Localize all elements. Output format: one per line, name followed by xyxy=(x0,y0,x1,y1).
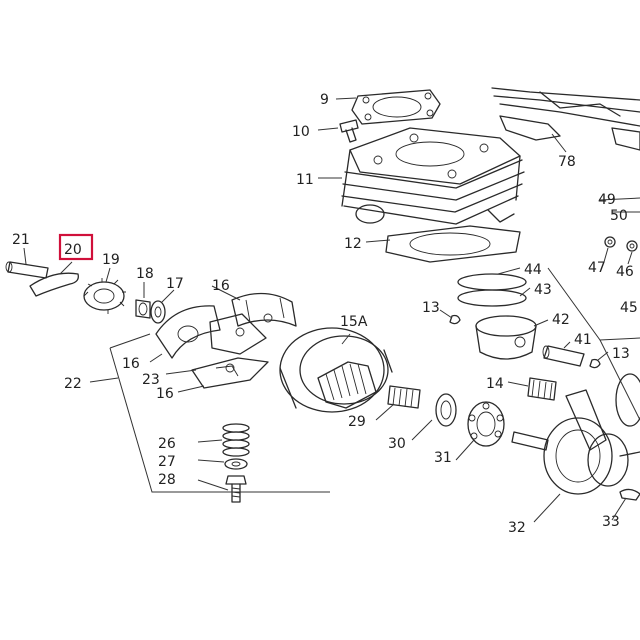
label-49: 49 xyxy=(598,192,616,208)
label-27: 27 xyxy=(158,454,176,470)
label-19: 19 xyxy=(102,252,120,268)
part-base-gasket xyxy=(385,225,521,263)
label-29: 29 xyxy=(348,414,366,430)
label-16-left: 16 xyxy=(122,356,140,372)
part-piston-ring-lower xyxy=(457,289,527,307)
label-23: 23 xyxy=(142,372,160,388)
label-10: 10 xyxy=(292,124,310,140)
label-13-right: 13 xyxy=(612,346,630,362)
part-clutch-shoe-left xyxy=(155,305,221,359)
part-oil-seal xyxy=(435,393,457,427)
label-16-bottom: 16 xyxy=(156,386,174,402)
part-clutch-spring xyxy=(222,423,250,457)
part-clutch-bolt xyxy=(225,475,247,503)
label-32: 32 xyxy=(508,520,526,536)
label-41: 41 xyxy=(574,332,592,348)
part-bearing-47 xyxy=(604,236,616,248)
part-piston-ring-upper xyxy=(457,273,527,291)
part-head-bolt xyxy=(339,119,359,143)
part-needle-bearing-14 xyxy=(527,377,557,401)
part-piston xyxy=(475,315,537,360)
label-31: 31 xyxy=(434,450,452,466)
label-12: 12 xyxy=(344,236,362,252)
label-11: 11 xyxy=(296,172,314,188)
label-47: 47 xyxy=(588,260,606,276)
label-18: 18 xyxy=(136,266,154,282)
part-clutch-drum xyxy=(279,327,393,413)
label-78: 78 xyxy=(558,154,576,170)
part-clutch-shoe-bottom xyxy=(191,357,269,389)
part-clip-right xyxy=(589,358,601,369)
part-number-labels: 9 10 11 12 78 49 50 47 46 45 44 43 42 41… xyxy=(12,92,638,536)
label-14: 14 xyxy=(486,376,504,392)
label-26: 26 xyxy=(158,436,176,452)
label-17: 17 xyxy=(166,276,184,292)
part-piston-pin xyxy=(542,345,585,367)
part-cylinder-head-gasket xyxy=(351,89,441,125)
label-9: 9 xyxy=(320,92,329,108)
part-clutch-shoe-top xyxy=(231,292,297,327)
part-gear-19 xyxy=(83,278,126,314)
label-30: 30 xyxy=(388,436,406,452)
part-nut-18 xyxy=(135,299,151,319)
part-washer-17 xyxy=(150,300,166,324)
part-spring-clip xyxy=(29,272,79,297)
part-clip-left xyxy=(449,314,461,325)
part-clutch-shoe-center xyxy=(209,313,267,355)
label-15A: 15A xyxy=(340,314,368,330)
label-44: 44 xyxy=(524,262,542,278)
part-clutch-washer xyxy=(224,458,248,470)
label-20: 20 xyxy=(64,242,82,258)
label-46: 46 xyxy=(616,264,634,280)
label-43: 43 xyxy=(534,282,552,298)
label-33: 33 xyxy=(602,514,620,530)
label-50: 50 xyxy=(610,208,628,224)
label-13-left: 13 xyxy=(422,300,440,316)
label-45: 45 xyxy=(620,300,638,316)
leader-lines xyxy=(23,97,640,523)
part-needle-bearing-29 xyxy=(387,385,421,409)
label-42: 42 xyxy=(552,312,570,328)
part-pin xyxy=(5,261,49,279)
part-crankshaft xyxy=(511,373,640,495)
label-16-top: 16 xyxy=(212,278,230,294)
part-ball-bearing xyxy=(467,401,505,447)
part-washer-46 xyxy=(626,240,638,252)
part-intake-manifold xyxy=(491,87,640,151)
part-woodruff-key xyxy=(619,488,640,501)
label-21: 21 xyxy=(12,232,30,248)
label-22: 22 xyxy=(64,376,82,392)
highlight-box-part-20 xyxy=(58,233,94,261)
part-cylinder xyxy=(341,127,525,225)
label-28: 28 xyxy=(158,472,176,488)
